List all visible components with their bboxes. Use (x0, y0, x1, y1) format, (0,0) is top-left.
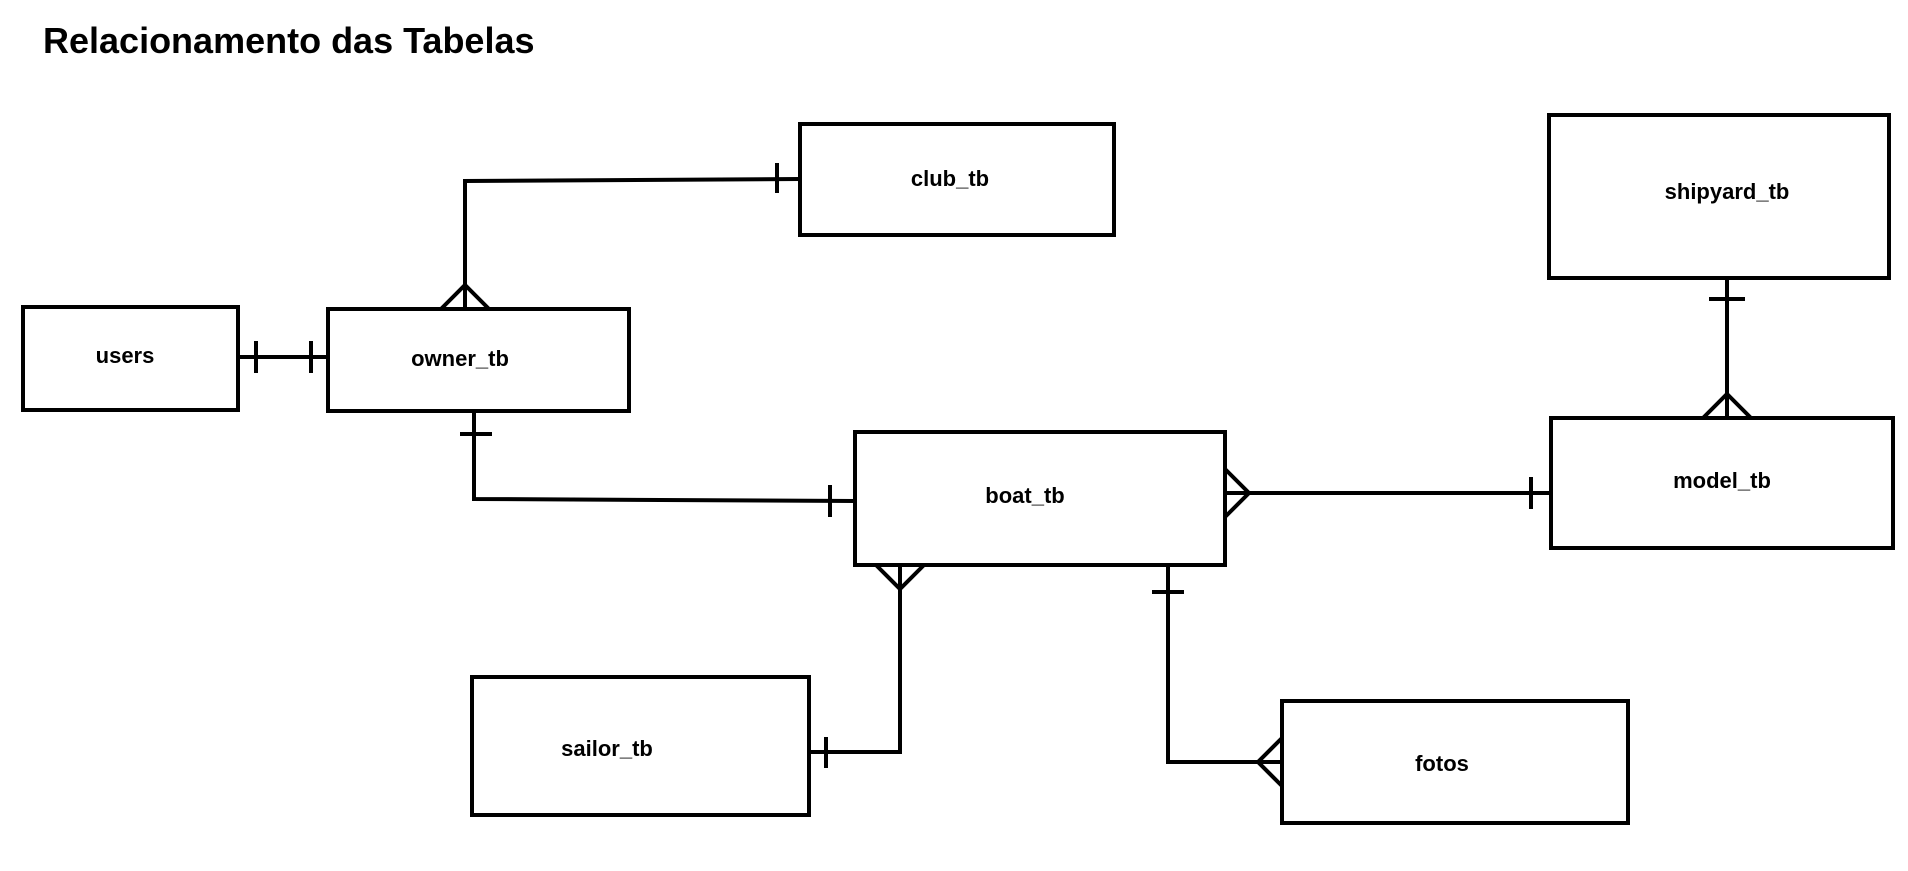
relation-users-owner (238, 341, 330, 373)
entity-box-sailor (470, 675, 811, 817)
entity-owner[interactable]: owner_tb (326, 307, 631, 413)
relation-boat-fotos (1152, 565, 1284, 788)
entity-box-users (21, 305, 240, 412)
entity-sailor[interactable]: sailor_tb (470, 675, 811, 817)
crowfoot-marker (1701, 391, 1753, 420)
crowfoot-marker (1223, 467, 1252, 519)
entity-label-boat: boat_tb (985, 483, 1064, 508)
entity-label-users: users (96, 343, 155, 368)
relation-owner-club (439, 163, 801, 311)
entity-label-model: model_tb (1673, 468, 1771, 493)
relation-line (809, 565, 902, 754)
entity-box-model (1549, 416, 1895, 550)
entity-label-shipyard: shipyard_tb (1665, 179, 1790, 204)
entity-box-shipyard (1547, 113, 1891, 280)
entity-users[interactable]: users (21, 305, 240, 412)
diagram-title: Relacionamento das Tabelas (43, 20, 535, 61)
entity-model[interactable]: model_tb (1549, 416, 1895, 550)
entity-fotos[interactable]: fotos (1280, 699, 1630, 825)
relation-line (1166, 565, 1282, 764)
relation-line (463, 177, 801, 309)
entity-club[interactable]: club_tb (798, 122, 1116, 237)
crowfoot-marker (439, 282, 491, 311)
relation-model-shipyard (1701, 278, 1753, 420)
entity-box-boat (853, 430, 1227, 567)
entity-label-fotos: fotos (1415, 751, 1469, 776)
entity-label-sailor: sailor_tb (561, 736, 653, 761)
relation-owner-boat (460, 411, 856, 517)
relation-boat-model (1223, 467, 1551, 519)
entity-box-club (798, 122, 1116, 237)
relation-line (472, 411, 856, 503)
entity-boat[interactable]: boat_tb (853, 430, 1227, 567)
relation-boat-sailor (809, 563, 926, 768)
entity-label-owner: owner_tb (411, 346, 509, 371)
crowfoot-marker (1255, 736, 1284, 788)
crowfoot-marker (874, 563, 926, 592)
entity-box-owner (326, 307, 631, 413)
entity-label-club: club_tb (911, 166, 989, 191)
entity-shipyard[interactable]: shipyard_tb (1547, 113, 1891, 280)
